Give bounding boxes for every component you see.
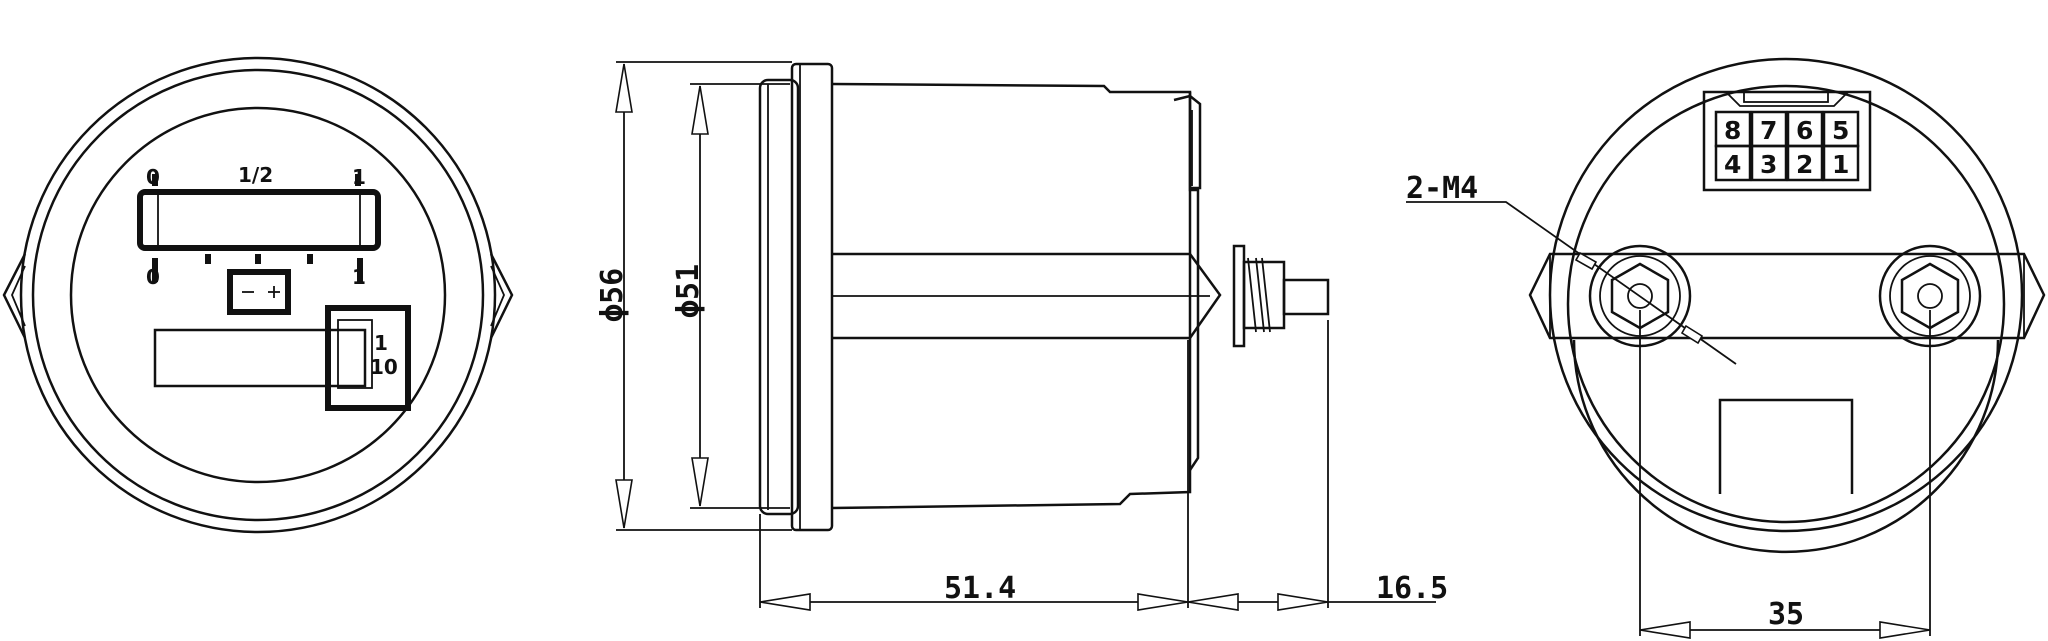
dim-arrow	[615, 479, 633, 529]
rear-bezel-inner	[1566, 84, 2006, 524]
connector-pin-3	[1750, 144, 1788, 182]
connector-pin-label: 4	[1724, 150, 1741, 179]
front-left-tab	[2, 253, 27, 339]
hour-counter-units: 1	[374, 331, 388, 355]
side-washer	[1232, 244, 1246, 348]
dim-stud-label: 16.5	[1376, 571, 1448, 606]
fuel-mark-empty-top: 0	[146, 165, 160, 189]
front-right-tab	[489, 253, 514, 339]
fuel-mark-full-bottom: 1	[352, 265, 366, 289]
fuel-mark-empty-bottom: 0	[146, 265, 160, 289]
fuel-gauge-window	[137, 189, 381, 251]
fuel-mark-full-top: 1	[352, 165, 366, 189]
dim-arrow	[1137, 593, 1189, 611]
connector-pin-label: 2	[1796, 150, 1813, 179]
side-bracket	[832, 252, 1222, 340]
battery-warning-icon	[227, 269, 291, 315]
thread-callout-leader	[1406, 201, 1737, 365]
dim-arrow	[759, 593, 811, 611]
side-spring	[1247, 257, 1271, 333]
rear-bottom-notch	[1718, 398, 1854, 494]
dim-depth-label: 51.4	[944, 571, 1016, 606]
thread-callout-label: 2-M4	[1406, 171, 1478, 206]
connector-pin-label: 3	[1760, 150, 1777, 179]
connector-pin-2	[1786, 144, 1824, 182]
rear-bracket	[1528, 252, 2046, 340]
hour-counter-frame-inner	[337, 319, 373, 389]
connector-pin-label: 7	[1760, 116, 1777, 145]
fuel-mark-half: 1/2	[238, 163, 273, 187]
side-stud	[1282, 278, 1330, 316]
connector-pin-4	[1714, 144, 1752, 182]
hour-counter-tenths: 10	[370, 355, 398, 379]
dim-mount-spacing-label: 35	[1768, 597, 1804, 632]
connector-pin-1	[1822, 144, 1860, 182]
dim-arrow	[1277, 593, 1329, 611]
side-lens	[758, 78, 800, 516]
dim-arrow	[1639, 621, 1691, 639]
dim-inner-diameter-label: ϕ51	[671, 264, 706, 318]
dim-outer-diameter-label: ϕ56	[595, 268, 630, 322]
dim-arrow	[691, 457, 709, 507]
rear-view: 8 7 6 5 4 3 2 1 2-M4 35	[1406, 57, 2046, 639]
front-bezel-inner	[31, 68, 485, 522]
leader-arrow	[1680, 324, 1704, 345]
side-bezel-flange	[790, 62, 834, 532]
front-view: 0 1/2 1 0 1 1 10	[2, 56, 514, 534]
hour-counter-frame	[325, 305, 411, 411]
connector-pin-label: 1	[1832, 150, 1849, 179]
side-view: ϕ56 ϕ51 51.4 16.5	[595, 61, 1448, 611]
dim-arrow	[615, 63, 633, 113]
side-body-step	[1188, 92, 1200, 471]
hour-counter-window	[153, 328, 367, 388]
connector-pin-label: 5	[1832, 116, 1849, 145]
dim-arrow	[1879, 621, 1931, 639]
front-dial-face	[69, 106, 447, 484]
connector-pin-label: 8	[1724, 116, 1741, 145]
rear-connector-latch	[1725, 91, 1849, 107]
dim-arrow	[691, 85, 709, 135]
front-right-tab-inner	[490, 265, 505, 327]
side-rear-clip	[1173, 94, 1202, 190]
front-bezel-outer	[19, 56, 497, 534]
dim-arrow	[1187, 593, 1239, 611]
rear-left-stud	[1627, 283, 1653, 309]
rear-right-stud	[1917, 283, 1943, 309]
front-left-tab-inner	[11, 265, 26, 327]
rear-body-arc	[1572, 339, 2000, 554]
connector-pin-label: 6	[1796, 116, 1813, 145]
leader-arrow	[1574, 251, 1598, 271]
rear-connector-latch-tab	[1743, 91, 1829, 103]
